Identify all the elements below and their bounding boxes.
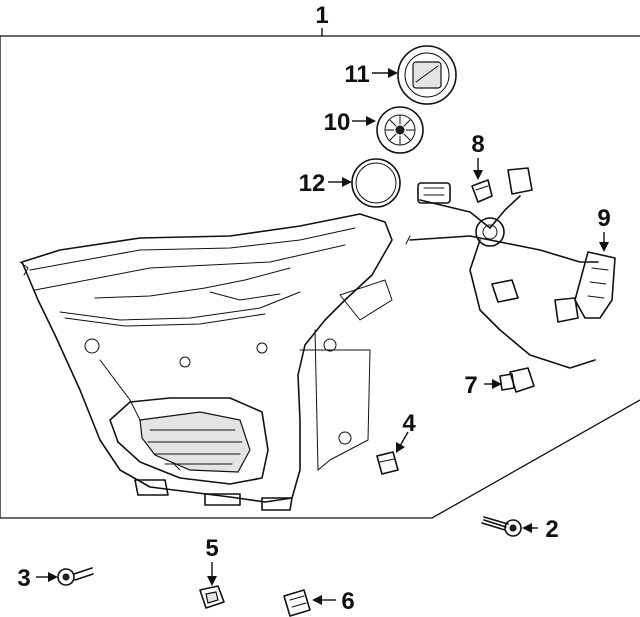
bolt-with-washer bbox=[481, 516, 522, 537]
clip-part bbox=[376, 451, 399, 475]
callout-4: 4 bbox=[402, 410, 416, 437]
screw-with-washer bbox=[57, 567, 94, 586]
access-cover-large bbox=[397, 45, 457, 105]
callout-5: 5 bbox=[205, 535, 218, 562]
callout-6: 6 bbox=[341, 588, 354, 615]
callout-1: 1 bbox=[315, 2, 328, 29]
bracket-clip bbox=[283, 589, 311, 617]
nut-retainer bbox=[199, 585, 225, 609]
wiring-harness bbox=[405, 167, 616, 369]
access-cover-small bbox=[376, 106, 424, 154]
seal-ring bbox=[351, 158, 401, 208]
assembly-frame bbox=[0, 28, 640, 519]
callout-7: 7 bbox=[464, 372, 477, 399]
callout-11: 11 bbox=[344, 61, 369, 88]
leader-lines bbox=[36, 68, 609, 605]
small-bulb bbox=[471, 179, 493, 203]
bulb-socket bbox=[499, 367, 535, 393]
callout-3: 3 bbox=[17, 565, 30, 592]
callout-12: 12 bbox=[299, 170, 326, 197]
callout-9: 9 bbox=[597, 205, 610, 232]
callout-2: 2 bbox=[545, 516, 558, 543]
headlamp-housing bbox=[19, 213, 393, 511]
callout-10: 10 bbox=[324, 109, 351, 136]
callout-8: 8 bbox=[471, 131, 484, 158]
